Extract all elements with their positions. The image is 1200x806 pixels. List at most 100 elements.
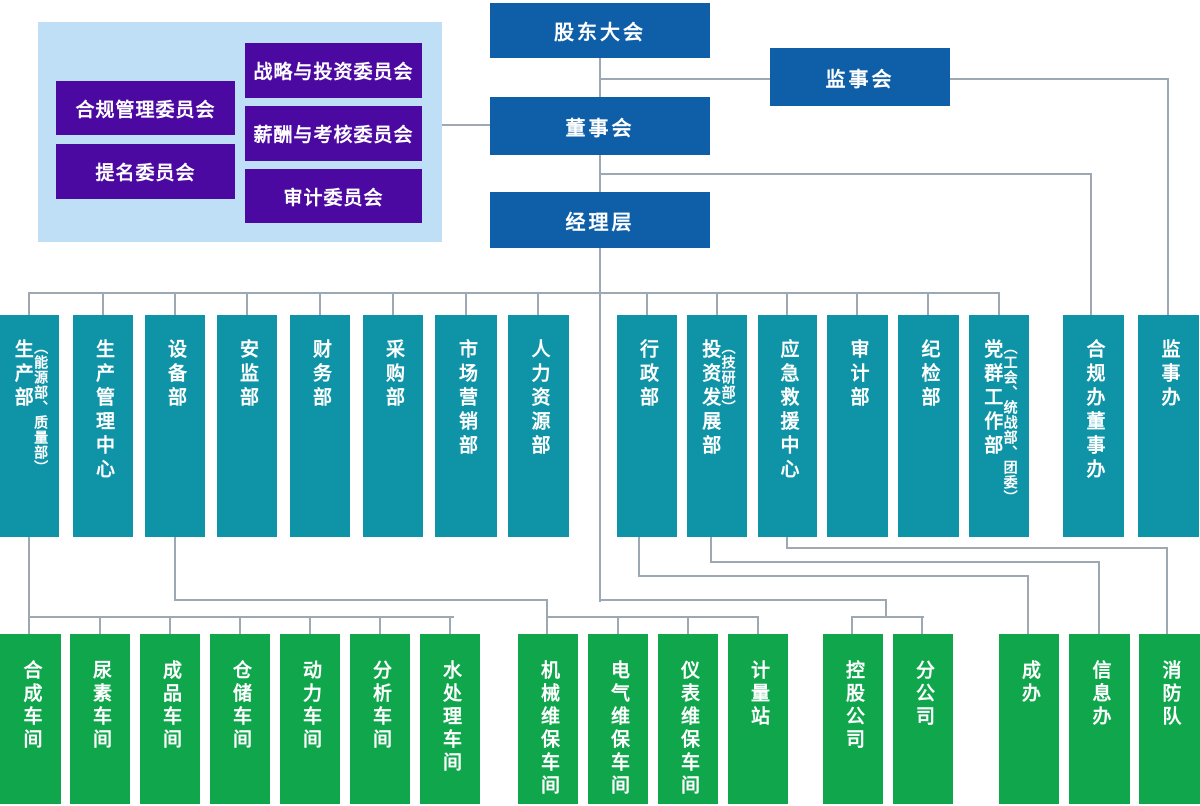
dept-label: 投资发展部 [699,339,722,459]
connector-line [949,78,1169,80]
connector-line [786,292,788,316]
dept-label: 市场营销部 [455,339,478,459]
committee-label: 合规管理委员会 [75,98,216,121]
connector-line [710,537,712,563]
committee-label: 审计委员会 [283,186,384,209]
committee-label: 提名委员会 [95,162,196,184]
dept-box: 行政部 [617,315,677,537]
connector-line [638,575,1029,577]
committee-box: 薪酬与考核委员会 [245,106,422,161]
connector-line [1166,547,1168,635]
connector-line [28,537,30,618]
dept-box: 市场营销部 [435,315,497,537]
dept-label: 纪检部 [918,339,941,411]
management-layer-box: 经理层 [490,192,710,248]
management-layer-label: 经理层 [565,209,635,234]
dept-label: 采购部 [382,339,405,411]
connector-line [1090,173,1092,316]
connector-line [28,292,30,316]
committee-label: 战略与投资委员会 [253,61,414,83]
connector-line [921,616,923,635]
board-of-directors-label: 董事会 [565,115,635,140]
connector-line [927,292,929,316]
committee-box: 战略与投资委员会 [245,43,422,98]
committee-box: 提名委员会 [56,144,235,199]
connector-line [309,616,311,635]
connector-line [856,292,858,316]
dept-box: 财务部 [290,315,350,537]
connector-line [599,599,887,601]
connector-line [465,292,467,316]
unit-box: 控股公司 [823,634,883,804]
unit-label: 计量站 [747,660,770,729]
connector-line [174,537,176,601]
unit-label: 动力车间 [299,660,322,752]
connector-line [687,616,689,635]
shareholders-meeting-box: 股东大会 [490,3,710,58]
unit-label: 电气维保车间 [607,660,630,798]
connector-line [786,537,788,549]
unit-label: 仪表维保车间 [677,660,700,798]
dept-box: 合规办董事办 [1063,315,1124,537]
connector-line [537,292,539,316]
connector-line [851,616,853,635]
shareholders-meeting-label: 股东大会 [554,20,646,44]
unit-box: 分析车间 [350,634,410,804]
connector-line [546,616,759,618]
unit-box: 合成车间 [0,634,61,804]
connector-line [1027,575,1029,635]
connector-line [546,599,548,618]
unit-label: 成品车间 [159,660,182,752]
dept-box: 生产管理中心 [73,315,133,537]
unit-label: 尿素车间 [89,660,112,752]
dept-box: 监事办 [1138,315,1199,537]
connector-line [786,547,1168,549]
connector-line [599,248,601,602]
dept-box: 党群工作部（工会、统战部、团委） [969,315,1029,537]
dept-box: 采购部 [363,315,423,537]
committee-box: 审计委员会 [245,169,422,223]
supervisory-board-label: 监事会 [825,66,895,91]
dept-label: 安监部 [236,339,259,411]
dept-label: 监事办 [1158,339,1181,411]
dept-sublabel: （技研部） [719,340,736,415]
connector-line [599,173,1092,175]
dept-label: 应急救援中心 [777,339,800,483]
unit-label: 消防队 [1159,660,1182,729]
connector-line [442,124,490,126]
dept-box: 投资发展部（技研部） [687,315,747,537]
dept-box: 纪检部 [898,315,959,537]
connector-line [449,616,451,635]
unit-box: 计量站 [728,634,788,804]
connector-line [998,292,1000,316]
connector-line [716,292,718,316]
unit-label: 水处理车间 [439,660,462,775]
dept-box: 人力资源部 [508,315,569,537]
unit-box: 成品车间 [140,634,200,804]
connector-line [617,616,619,635]
unit-label: 成办 [1018,660,1041,706]
unit-label: 仓储车间 [229,660,252,752]
dept-label: 党群工作部 [981,339,1004,459]
connector-line [546,616,548,635]
dept-box: 审计部 [827,315,888,537]
connector-line [174,292,176,316]
dept-label: 生产管理中心 [92,339,115,483]
connector-line [885,599,887,618]
connector-line [1098,561,1100,635]
connector-line [851,616,924,618]
dept-box: 应急救援中心 [758,315,817,537]
unit-box: 机械维保车间 [518,634,578,804]
connector-line [646,292,648,316]
unit-box: 尿素车间 [70,634,130,804]
unit-label: 机械维保车间 [537,660,560,798]
unit-label: 合成车间 [20,660,43,752]
dept-box: 生产部（能源部、质量部） [0,315,59,537]
unit-label: 控股公司 [842,660,865,752]
connector-line [757,616,759,635]
dept-sublabel: （能源部、质量部） [32,340,49,475]
unit-label: 信息办 [1089,660,1112,729]
connector-line [169,616,171,635]
dept-sublabel: （工会、统战部、团委） [1001,340,1018,505]
